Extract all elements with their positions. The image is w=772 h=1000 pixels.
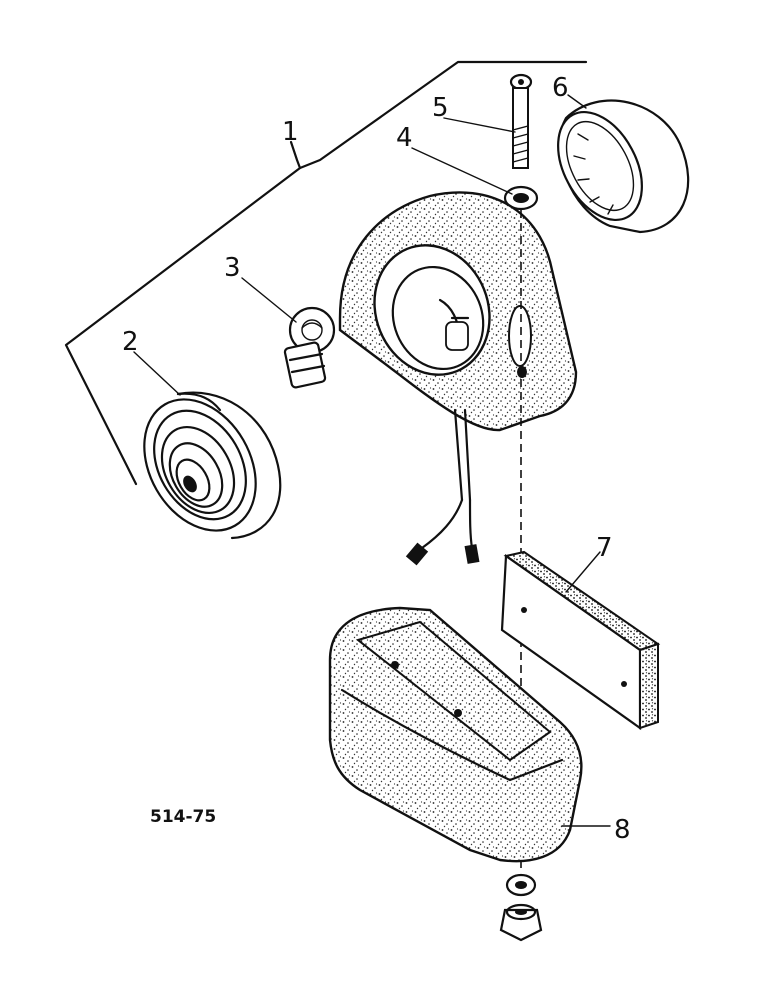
base-part bbox=[328, 606, 583, 863]
nut-upper-part bbox=[505, 873, 537, 897]
callout-1: 1 bbox=[282, 117, 299, 147]
callout-2: 2 bbox=[122, 327, 139, 357]
washer-part bbox=[503, 185, 539, 211]
lamp-housing-part bbox=[338, 191, 578, 432]
bolt-part bbox=[509, 73, 533, 169]
wire-leads bbox=[405, 408, 480, 566]
callout-7: 7 bbox=[596, 533, 613, 563]
rim-cap-part bbox=[557, 99, 690, 234]
callout-5: 5 bbox=[432, 93, 449, 123]
callout-3: 3 bbox=[224, 253, 241, 283]
leader-lines bbox=[133, 94, 611, 827]
callout-4: 4 bbox=[396, 123, 413, 153]
callout-8: 8 bbox=[614, 815, 631, 845]
assembly-bracket bbox=[64, 60, 588, 486]
reflector-plate-part bbox=[500, 550, 661, 731]
bulb-part bbox=[283, 306, 336, 389]
nut-lower-part bbox=[499, 903, 543, 942]
lens-part bbox=[143, 391, 282, 540]
callout-6: 6 bbox=[552, 73, 569, 103]
figure-code: 514-75 bbox=[150, 807, 216, 827]
